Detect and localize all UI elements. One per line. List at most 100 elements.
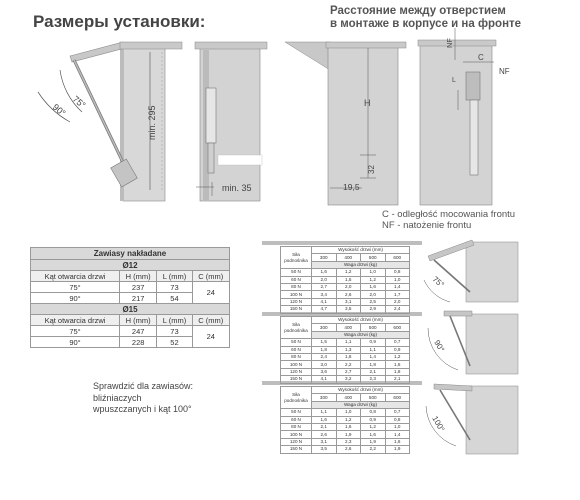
table-cell: 0,8 [360,408,386,417]
table-cell: 3,4 [311,290,337,299]
table-cell: 4,1 [311,375,337,384]
table-cell: 1,4 [384,430,410,439]
weight-label: Waga drzwi (kg) [311,260,410,270]
force-label: Siła podnośnika [280,315,312,340]
table-cell: 80 N [280,422,312,432]
table-cell: 237 [118,281,158,293]
dimension-legend: C - odległość mocowania frontu NF - nato… [382,209,515,231]
table-cell: 1,8 [384,367,410,377]
table-cell: 2,3 [335,437,361,447]
table-cell: 1,6 [360,282,386,292]
table-cell: 120 N [280,367,312,377]
table-cell: 2,9 [360,305,386,314]
table-cell: 100 N [280,430,312,439]
table-cell: 1,4 [360,352,386,362]
distance-note-line: Расстояние между отверстием [330,5,506,17]
installation-drawings: 90° 75° min. 295 min. 35 H 32 19,5 [37,28,510,206]
table-cell: 150 N [280,375,312,384]
table-cell: 2,2 [335,360,361,369]
table-cell: 1,2 [360,422,386,432]
table-cell: 1,0 [335,408,361,417]
drawing-front-detail: NF C NF L [417,28,510,206]
angle-75-label-small: 75° [431,275,446,290]
dim-32-label: 32 [367,165,376,174]
table-cell: 2,4 [384,305,410,314]
table-cell: 1,9 [335,430,361,439]
header-h: H (mm) [118,314,158,326]
table-cell: 1,6 [311,268,337,277]
height-value: 400 [335,253,361,262]
height-value: 600 [384,323,410,332]
table-cell: 60 N [280,275,312,284]
table-cell: 24 [191,281,231,304]
height-value: 500 [360,323,386,332]
diagram-opening-100: 100° [425,383,519,455]
table-cell: 1,6 [360,430,386,439]
table-cell: 1,0 [384,422,410,432]
table-cell: 3,0 [311,360,337,369]
table-cell: 50 N [280,408,312,417]
header-l: L (mm) [156,314,193,326]
height-value: 500 [360,253,386,262]
hinge-section-d15: Ø15 [30,303,230,315]
opening-angle-diagrams: 75° 90° 100° [423,239,519,455]
diagram-opening-90: 90° [427,310,519,375]
angle-75-label: 75° [71,94,88,111]
table-cell: 1,8 [335,352,361,362]
section-divider [262,312,422,316]
table-cell: 80 N [280,282,312,292]
table-cell: 217 [118,292,158,304]
table-row: 75° 237 73 24 [30,281,231,304]
weight-label: Waga drzwi (kg) [311,330,410,340]
table-cell: 3,6 [311,367,337,377]
table-row: 75° 247 73 24 [30,325,231,348]
table-cell: 50 N [280,338,312,347]
table-cell: 1,1 [311,408,337,417]
force-label: Siła podnośnika [280,385,312,410]
hinge-note: Sprawdzić dla zawiasów: bliźniaczych wpu… [93,381,193,416]
nf-label: NF [499,67,510,76]
height-label: Wysokość drzwi (mm) [311,315,410,325]
table-cell: 2,7 [335,367,361,377]
table-cell: 0,8 [384,268,410,277]
table-cell: 2,7 [311,282,337,292]
table-cell: 2,0 [360,290,386,299]
legend-line-c: C - odległość mocowania frontu [382,209,516,220]
legend-line-nf: NF - natożenie frontu [382,220,472,231]
table-cell: 1,2 [335,268,361,277]
table-cell: 2,0 [335,282,361,292]
table-cell: 1,5 [384,360,410,369]
table-cell: 3,5 [335,305,361,314]
table-cell: 120 N [280,437,312,447]
angle-90-label: 90° [51,102,68,119]
table-cell: 60 N [280,415,312,424]
h-label: H [364,98,371,108]
force-label: Siła podnośnika [280,245,312,270]
table-cell: 150 N [280,445,312,454]
table-cell: 1,2 [360,275,386,284]
hinge-note-line: bliźniaczych [93,392,142,403]
height-value: 600 [384,253,410,262]
table-cell: 100 N [280,360,312,369]
table-cell: 0,8 [384,415,410,424]
table-cell: 3,1 [335,297,361,307]
table-cell: 1,6 [335,422,361,432]
height-label: Wysokość drzwi (mm) [311,385,410,395]
drawing-side-section: H 32 19,5 [284,41,407,206]
height-value: 400 [335,393,361,402]
header-h: H (mm) [118,270,158,282]
dim-19-5-label: 19,5 [343,182,360,192]
table-cell: 2,5 [360,297,386,307]
table-cell: 73 [156,281,193,293]
table-cell: 150 N [280,305,312,314]
table-cell: 3,5 [311,445,337,454]
table-cell: 90° [30,292,120,304]
